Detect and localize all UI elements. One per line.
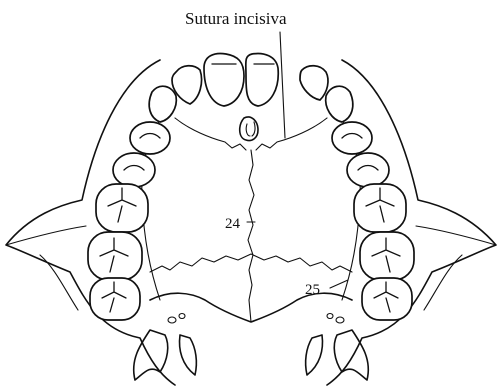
incisive-suture-line: [175, 118, 327, 150]
label-sutura-incisiva: Sutura incisiva: [185, 9, 287, 28]
greater-palatine-foramina: [168, 314, 344, 324]
incisor-teeth: [149, 54, 353, 122]
left-pterygoid: [134, 330, 197, 380]
right-premolars: [332, 122, 389, 187]
left-premolars: [113, 122, 170, 187]
leader-25: [330, 280, 348, 288]
leader-top: [280, 32, 285, 138]
right-pterygoid: [306, 330, 369, 380]
median-suture: [248, 150, 254, 322]
label-24: 24: [225, 216, 241, 232]
left-wing: [6, 226, 86, 310]
label-25: 25: [305, 282, 320, 298]
right-molars: [354, 184, 414, 320]
right-wing: [416, 226, 496, 310]
left-molars: [88, 184, 148, 320]
